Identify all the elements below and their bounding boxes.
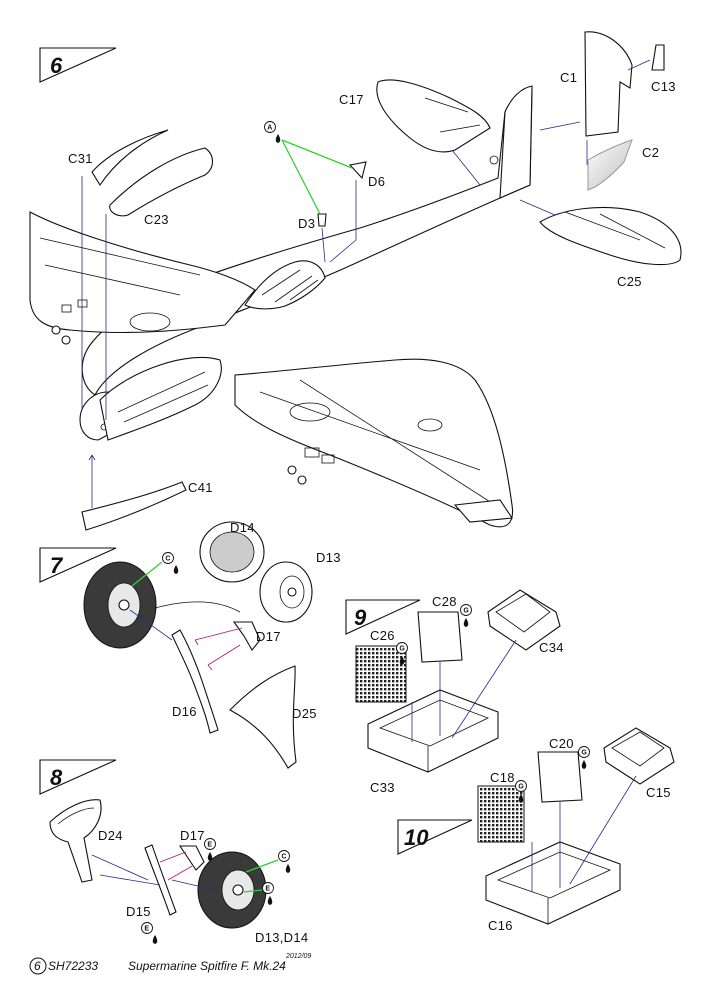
wheel-hub-D13	[259, 561, 313, 623]
label-c25: C25	[617, 274, 642, 289]
label-c31: C31	[68, 151, 93, 166]
label-c13: C13	[651, 79, 676, 94]
footer-page-number: 6	[34, 959, 41, 973]
cowl-panel-C31	[91, 129, 169, 187]
label-c20: C20	[549, 736, 574, 751]
label-c2: C2	[642, 145, 659, 160]
step-6-number: 6	[50, 53, 63, 78]
label-c34: C34	[539, 640, 564, 655]
glue-icon-g-c28: G	[460, 604, 472, 627]
glue-icon-e-d17: E	[204, 838, 216, 861]
leg-strut-D16	[171, 629, 219, 734]
svg-text:G: G	[581, 750, 587, 757]
main-wheel-step8	[197, 851, 267, 929]
block-C20	[537, 751, 583, 803]
torque-link-D17	[232, 621, 261, 651]
svg-text:G: G	[518, 784, 524, 791]
svg-text:A: A	[267, 125, 272, 132]
elevator-port-C17	[376, 79, 491, 153]
label-d17-step7: D17	[256, 629, 281, 644]
label-d14: D14	[230, 520, 255, 535]
antenna-D6	[348, 161, 367, 180]
footer-kit-code: SH72233	[48, 959, 98, 973]
step-7-section: 7 C D14 D13 D16	[39, 520, 341, 769]
glue-icon-e-d15: E	[141, 922, 158, 944]
step-8-badge: 8	[39, 759, 117, 795]
clear-part-C2	[587, 139, 633, 191]
duct-C15	[603, 727, 675, 785]
svg-text:E: E	[207, 842, 212, 849]
step-6-section: 6 C17	[29, 31, 682, 531]
svg-text:C: C	[165, 556, 170, 563]
label-c1: C1	[560, 70, 577, 85]
rudder-C1	[584, 31, 633, 137]
elevator-starboard-C25	[539, 207, 682, 266]
label-d24: D24	[98, 828, 123, 843]
svg-text:G: G	[399, 646, 405, 653]
label-c33: C33	[370, 780, 395, 795]
glue-icon-g-c18: G	[515, 780, 527, 803]
step-10-number: 10	[404, 825, 429, 850]
cockpit-canopy	[244, 260, 326, 310]
wing-port	[29, 211, 256, 334]
step-8-number: 8	[50, 765, 63, 790]
part-D3	[317, 213, 327, 227]
cowl-panel-C23	[109, 147, 214, 217]
label-c15: C15	[646, 785, 671, 800]
svg-text:C: C	[281, 854, 286, 861]
step-8-section: 8 D24 D15 D17 E E D13,D14 C	[39, 759, 308, 945]
glue-icon-g-c20: G	[578, 746, 590, 769]
label-d13-d14: D13,D14	[255, 930, 308, 945]
leg-strut-D15	[144, 844, 177, 916]
duct-C34	[487, 589, 561, 651]
panel-C41	[81, 481, 187, 531]
glue-icon-a: A	[264, 121, 281, 143]
tail-fin	[499, 85, 533, 199]
label-d15: D15	[126, 904, 151, 919]
wing-starboard	[234, 358, 514, 528]
glue-icon-c-step7: C	[162, 552, 179, 574]
label-d25: D25	[292, 706, 317, 721]
label-c28: C28	[432, 594, 457, 609]
svg-text:G: G	[463, 608, 469, 615]
label-d13: D13	[316, 550, 341, 565]
label-d3: D3	[298, 216, 315, 231]
step-6-badge: 6	[39, 47, 117, 83]
footer: 6 SH72233 Supermarine Spitfire F. Mk.24 …	[29, 953, 311, 975]
block-C28	[417, 611, 463, 663]
step-7-number: 7	[50, 553, 64, 578]
step-9-number: 9	[354, 605, 367, 630]
glue-icon-e-wheel: E	[262, 882, 274, 905]
label-c26: C26	[370, 628, 395, 643]
gear-door-D25	[229, 665, 297, 769]
radiator-C18	[477, 785, 525, 843]
label-d6: D6	[368, 174, 385, 189]
glue-icon-g-c26: G	[396, 642, 408, 665]
radiator-C26	[355, 645, 407, 703]
glue-icon-c-step8: C	[278, 850, 291, 873]
label-c17: C17	[339, 92, 364, 107]
svg-text:E: E	[144, 926, 149, 933]
step-9-badge: 9	[345, 599, 421, 635]
label-d17-step8: D17	[180, 828, 205, 843]
gear-door-D24	[49, 799, 102, 883]
label-d16: D16	[172, 704, 197, 719]
label-c18: C18	[490, 770, 515, 785]
wheel-hub-D14	[199, 521, 265, 583]
step-10-section: 10 C20 G C15 C18 G C16	[397, 727, 675, 933]
svg-text:E: E	[265, 886, 270, 893]
label-c23: C23	[144, 212, 169, 227]
step-9-section: 9 C28 G C26 G C34 C33	[345, 589, 564, 795]
step-7-badge: 7	[39, 547, 117, 583]
label-c16: C16	[488, 918, 513, 933]
step-10-badge: 10	[397, 819, 473, 855]
footer-kit-title: Supermarine Spitfire F. Mk.24	[128, 959, 286, 973]
label-c41: C41	[188, 480, 213, 495]
main-wheel-tire	[83, 561, 157, 649]
rudder-tab-C13	[651, 44, 665, 71]
footer-date: 2012/09	[285, 953, 311, 960]
